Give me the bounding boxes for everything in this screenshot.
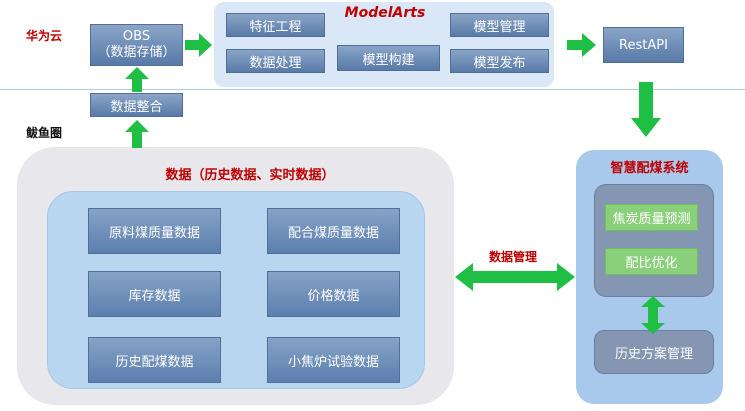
restapi-label: RestAPI — [619, 37, 668, 53]
coke-quality-prediction-label: 焦炭质量预测 — [612, 212, 691, 227]
model-management-label: 模型管理 — [473, 19, 526, 35]
data-management-label: 数据管理 — [488, 249, 537, 264]
model-publishing-box: 模型发布 — [450, 49, 549, 73]
data-integration-label: 数据整合 — [110, 99, 163, 115]
obs-storage-box: OBS （数据存储） — [90, 24, 183, 66]
optimization-history-double-arrow — [641, 296, 665, 334]
raw-coal-quality-data-box: 原料煤质量数据 — [88, 208, 221, 254]
inventory-data-box: 库存数据 — [88, 271, 221, 317]
feature-engineering-label: 特征工程 — [249, 19, 302, 35]
zone-label-huaweicloud: 华为云 — [26, 29, 63, 43]
data-item-label: 历史配煤数据 — [115, 354, 194, 370]
model-management-box: 模型管理 — [450, 13, 549, 37]
data-item-label: 价格数据 — [307, 288, 360, 304]
data-item-label: 原料煤质量数据 — [108, 225, 200, 241]
data-processing-label: 数据处理 — [249, 55, 302, 71]
ratio-optimization-label: 配比优化 — [625, 256, 678, 271]
model-publishing-label: 模型发布 — [473, 55, 526, 71]
system-title: 智慧配煤系统 — [610, 160, 689, 176]
data-item-label: 配合煤质量数据 — [287, 225, 379, 241]
modelarts-title: ModelArts — [344, 5, 426, 21]
obs-storage-label: OBS （数据存储） — [97, 29, 176, 60]
data-management-double-arrow — [455, 263, 575, 291]
system-inner-panel — [594, 184, 714, 297]
restapi-box: RestAPI — [603, 27, 684, 63]
restapi-to-system-arrow — [631, 82, 661, 137]
history-blending-data-box: 历史配煤数据 — [88, 337, 221, 383]
model-building-box: 模型构建 — [337, 45, 440, 71]
small-coke-oven-test-data-box: 小焦炉试验数据 — [267, 337, 400, 383]
history-plan-management-label: 历史方案管理 — [614, 346, 693, 362]
modelarts-to-restapi-arrow — [567, 33, 596, 57]
history-plan-management-box: 历史方案管理 — [594, 330, 714, 374]
data-item-label: 小焦炉试验数据 — [287, 354, 379, 370]
data-integration-box: 数据整合 — [90, 93, 183, 117]
data-to-integration-arrow — [125, 120, 149, 148]
integration-to-obs-arrow — [125, 67, 149, 92]
feature-engineering-box: 特征工程 — [226, 13, 325, 37]
price-data-box: 价格数据 — [267, 271, 400, 317]
ratio-optimization-box: 配比优化 — [605, 248, 698, 275]
data-item-label: 库存数据 — [128, 288, 181, 304]
model-building-label: 模型构建 — [362, 52, 415, 68]
blended-coal-quality-data-box: 配合煤质量数据 — [267, 208, 400, 254]
cloud-boundary-line — [0, 89, 745, 90]
data-panel-title: 数据（历史数据、实时数据） — [165, 167, 335, 183]
data-processing-box: 数据处理 — [226, 49, 325, 73]
zone-label-xianyuquan: 鲅鱼圈 — [26, 126, 63, 140]
coke-quality-prediction-box: 焦炭质量预测 — [605, 204, 698, 231]
obs-to-modelarts-arrow — [185, 33, 212, 57]
